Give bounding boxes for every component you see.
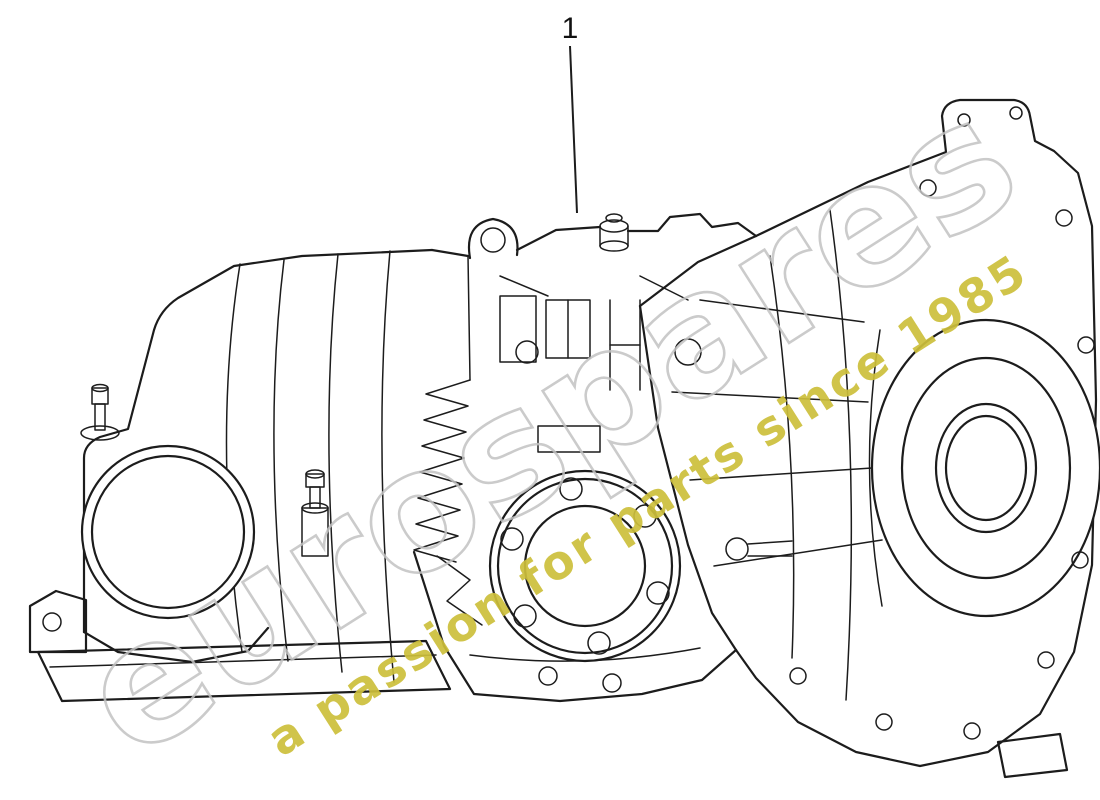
case-detail-rect xyxy=(499,295,537,363)
flange-bolt-hole xyxy=(559,477,583,501)
left-assembly-outline xyxy=(82,248,434,634)
base-skid xyxy=(36,639,452,703)
case-top-edge xyxy=(430,248,470,258)
jack-pad-zigzag xyxy=(436,555,483,626)
housing-bolt-hole xyxy=(1037,651,1055,669)
bell-housing-outline xyxy=(734,98,1098,768)
oil-pan-line xyxy=(469,647,701,662)
bell-housing-left-edge xyxy=(638,304,738,652)
bracket-outline xyxy=(28,589,88,654)
filler-plug xyxy=(599,213,629,252)
bolt-boss xyxy=(80,425,120,441)
body-contour-line xyxy=(328,253,343,673)
case-top-edge xyxy=(626,212,758,238)
flange-rim-inner xyxy=(496,477,674,655)
housing-bolt-hole xyxy=(919,179,937,197)
flange-bolt-hole xyxy=(513,604,537,628)
flange-hub xyxy=(523,504,647,628)
transmission-drawing xyxy=(28,98,1100,779)
stud-cap-top xyxy=(305,469,325,479)
case-detail-rect xyxy=(537,425,601,453)
housing-contour-line xyxy=(769,255,795,659)
clutch-opening-ring xyxy=(944,414,1028,522)
housing-bolt-hole xyxy=(1071,551,1089,569)
mount-hole xyxy=(42,612,62,632)
bell-housing xyxy=(638,98,1100,779)
left-assembly xyxy=(28,248,452,703)
body-contour-line xyxy=(225,263,243,653)
housing-rib-line xyxy=(671,391,869,403)
housing-bolt-hole xyxy=(963,722,981,740)
top-left-bolt xyxy=(80,383,120,441)
bolt-cap xyxy=(91,387,109,405)
housing-bottom-foot xyxy=(996,732,1069,779)
housing-rib-line xyxy=(699,299,865,323)
housing-bolt-hole xyxy=(875,713,893,731)
callout-1: 1 xyxy=(562,12,579,214)
housing-bolt-hole xyxy=(789,667,807,685)
bell-housing-top-left-edge xyxy=(638,234,758,308)
case-bore xyxy=(515,340,539,364)
flange-bolt-hole xyxy=(646,581,670,605)
face-rim-arc xyxy=(868,329,883,607)
clutch-opening-ring xyxy=(900,356,1072,580)
drain-hole xyxy=(538,666,558,686)
case-bottom-edge xyxy=(412,550,738,703)
selector-pin-line xyxy=(747,540,793,545)
clutch-opening-ring xyxy=(934,402,1038,534)
housing-bolt-hole xyxy=(1055,209,1073,227)
ear-hole xyxy=(480,227,506,253)
callout-label[interactable]: 1 xyxy=(562,12,579,45)
selector-pin xyxy=(725,537,793,561)
flange-bolt-hole xyxy=(633,504,657,528)
case-top-edge xyxy=(515,225,602,252)
callout-leader-line xyxy=(569,45,578,214)
case-left-edge xyxy=(467,255,471,381)
housing-rib-line xyxy=(689,467,873,481)
stud-cap xyxy=(305,473,325,488)
selector-pin-head xyxy=(725,537,749,561)
cooling-fins xyxy=(413,379,471,563)
housing-contour-line xyxy=(829,209,853,701)
housing-rib-line xyxy=(713,539,883,567)
tab-hole xyxy=(957,113,971,127)
mounting-ear xyxy=(467,217,519,260)
front-mount-bracket xyxy=(28,589,88,654)
body-contour-line xyxy=(273,259,289,662)
plug-body-bottom xyxy=(599,240,629,252)
bolt-cap-top xyxy=(91,383,109,393)
gearbox-case xyxy=(412,212,793,703)
body-contour-line xyxy=(381,250,395,683)
plug-cap xyxy=(605,213,623,223)
case-detail-line xyxy=(499,275,549,297)
housing-bolt-hole xyxy=(1077,336,1095,354)
converter-ring-outer xyxy=(80,444,256,620)
converter-ring-inner xyxy=(90,454,246,610)
drain-hole xyxy=(602,673,622,693)
case-bore xyxy=(674,338,702,366)
base-skid-line xyxy=(49,654,437,668)
flange-bolt-hole xyxy=(587,631,611,655)
flange-bolt-hole xyxy=(500,527,524,551)
stud-cylinder-top xyxy=(301,502,329,514)
tab-hole xyxy=(1009,106,1023,120)
center-stud xyxy=(301,469,329,557)
base-skid-outline xyxy=(36,639,452,703)
clutch-opening-ring xyxy=(870,318,1100,618)
